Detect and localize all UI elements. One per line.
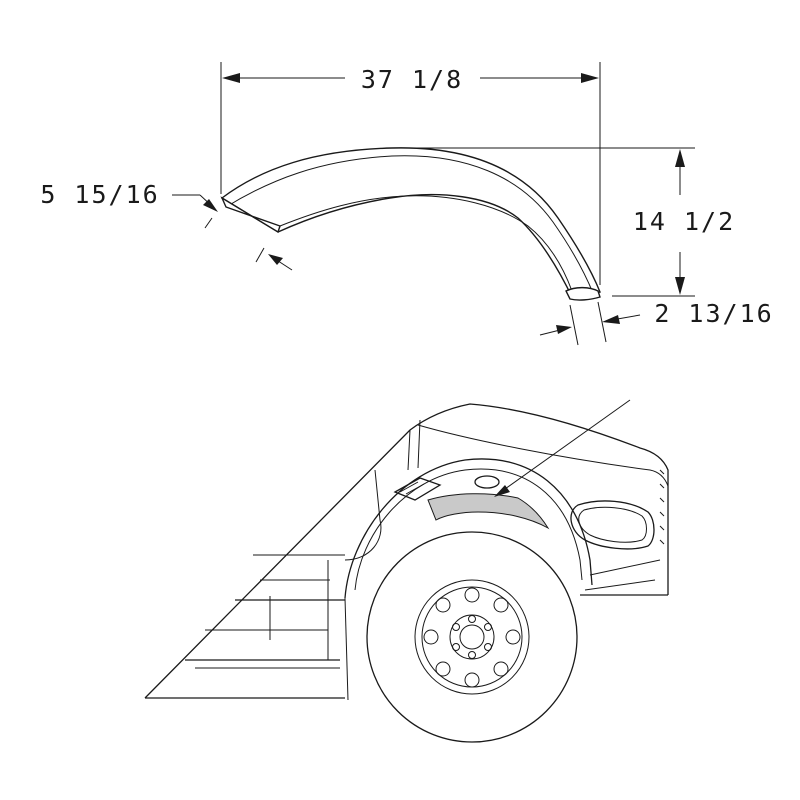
hood-outline (144, 403, 669, 699)
fender-flare-part (220, 147, 601, 301)
lug-nuts (452, 615, 492, 659)
side-lamp (570, 500, 655, 550)
hood-hinge (393, 477, 442, 501)
grille-slots (659, 469, 665, 545)
fender-arch-outer (344, 458, 593, 599)
wheel-holes (423, 587, 521, 688)
front-width-label: 5 15/16 (40, 180, 159, 209)
flare-lip-line (279, 195, 573, 292)
rear-width-label: 2 13/16 (654, 299, 773, 328)
flare-front-cap (220, 196, 281, 234)
rear-width-dimension: 2 13/16 (539, 299, 773, 346)
flare-inner-edge (225, 155, 594, 294)
height-label: 14 1/2 (633, 207, 735, 236)
front-width-dimension: 5 15/16 (40, 180, 293, 271)
length-label: 37 1/8 (361, 65, 463, 94)
height-dimension: 14 1/2 (400, 147, 735, 297)
flare-rear-cap (565, 286, 601, 301)
flare-highlight (427, 493, 550, 530)
length-dimension: 37 1/8 (220, 62, 601, 285)
truck-hood-view (144, 399, 669, 701)
front-wheel (366, 531, 578, 743)
flare-outline (220, 147, 601, 300)
hood-emblem (474, 475, 500, 489)
